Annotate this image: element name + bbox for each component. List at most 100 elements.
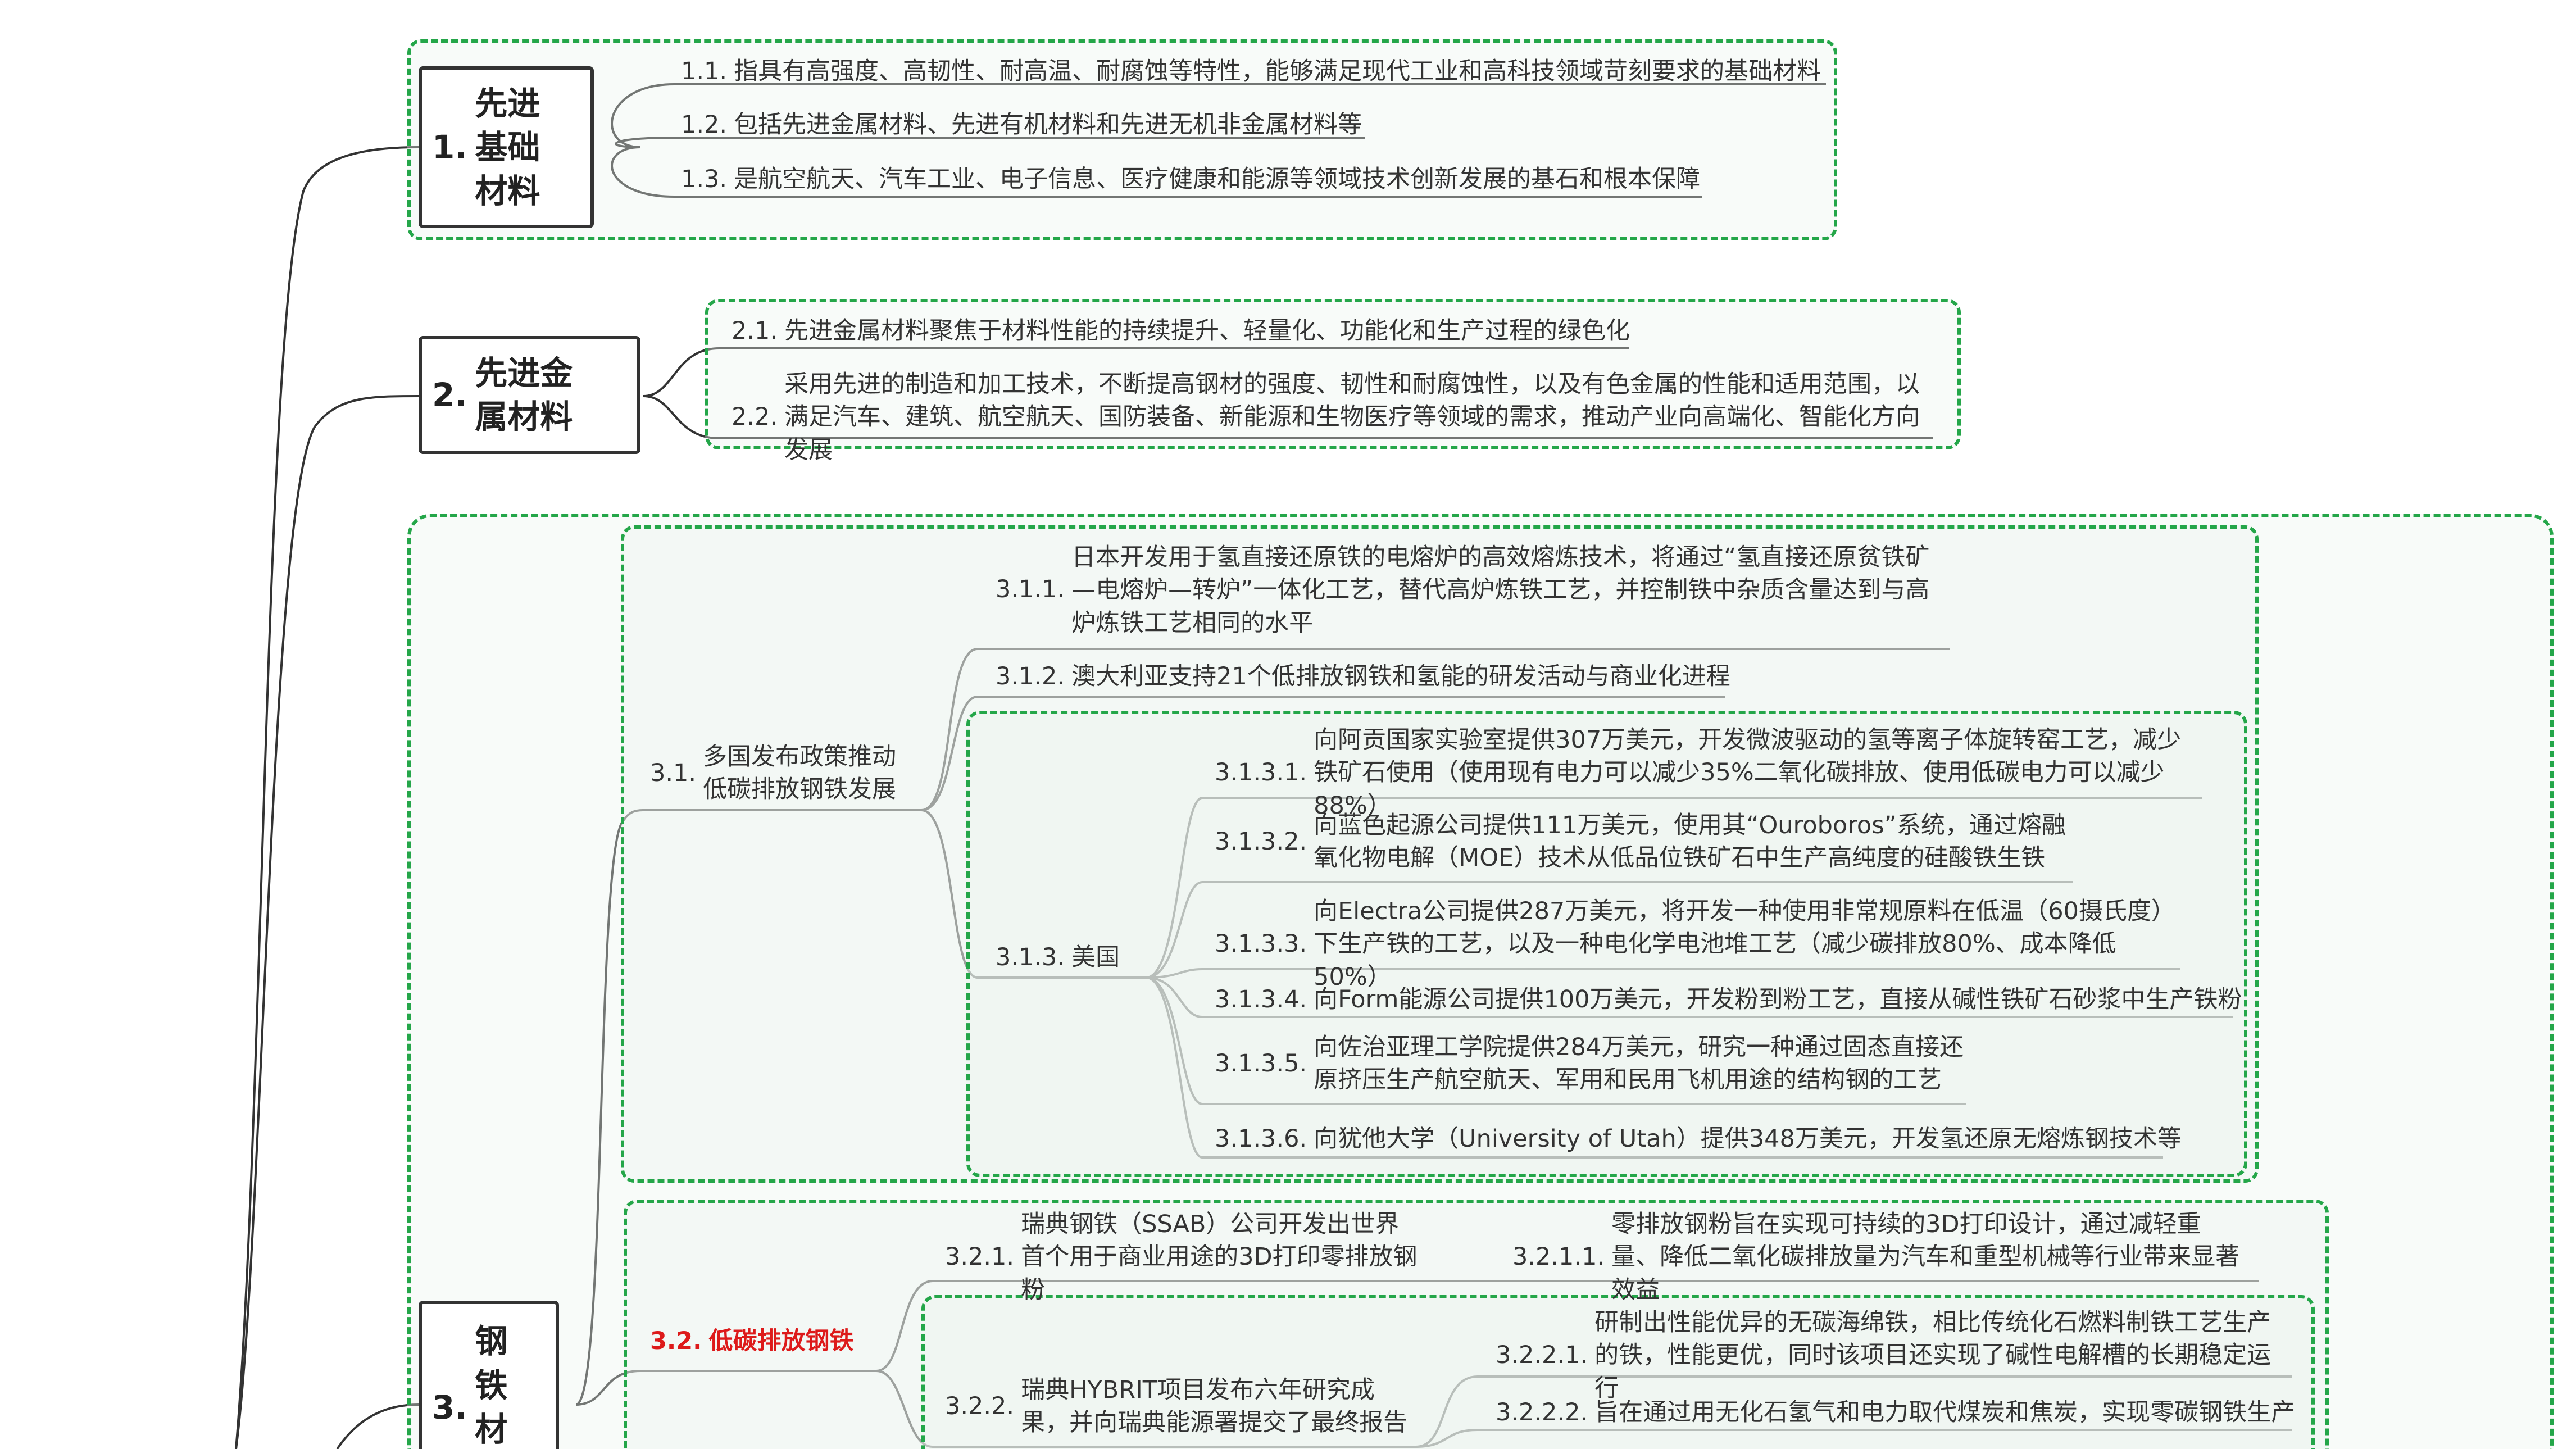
branch-1-number: 1. [432,128,467,166]
link-3-1-1 [921,648,1950,811]
node-3-2-2-2[interactable]: 3.2.2.2. 旨在通过用无化石氢气和电力取代煤炭和焦炭，实现零碳钢铁生产 [1489,1396,2295,1429]
trunk-to-branch-3 [336,1403,419,1449]
node-text: 指具有高强度、高韧性、耐高温、耐腐蚀等特性，能够满足现代工业和高科技领域苛刻要求… [734,57,1821,85]
node-number: 3.1.2. [996,662,1065,691]
link-usa-4 [1146,976,2233,1018]
link-3-2-2-1 [1415,1375,2292,1448]
node-3-1-3[interactable]: 3.1.3. 美国 [989,941,1120,974]
link-usa-6 [1146,976,2163,1159]
summary-box-3-1 [621,525,2259,1183]
node-text: 旨在通过用无化石氢气和电力取代煤炭和焦炭，实现零碳钢铁生产 [1594,1398,2296,1427]
node-text: 瑞典钢铁（SSAB）公司开发出世界首个用于商业用途的3D打印零排放钢粉 [1021,1210,1418,1304]
trunk-to-branch-1 [235,146,419,1449]
branch-1-title: 先进 基础 材料 [475,84,540,211]
node-text: 先进金属材料聚焦于材料性能的持续提升、轻量化、功能化和生产过程的绿色化 [784,317,1630,345]
summary-box-3-2 [624,1200,2329,1449]
node-text: 日本开发用于氢直接还原铁的电熔炉的高效熔炼技术，将通过“氢直接还原贫铁矿—电熔炉… [1071,543,1930,637]
link-3-2 [575,1370,876,1406]
node-number: 3.1.3.3. [1215,930,1307,959]
node-usa-3[interactable]: 3.1.3.3. 向Electra公司提供287万美元，将开发一种使用非常规原料… [1208,895,2174,993]
branch-2-node[interactable]: 2. 先进金 属材料 [419,336,640,454]
link-3-1-3 [921,809,1146,979]
node-text: 澳大利亚支持21个低排放钢铁和氢能的研发活动与商业化进程 [1071,662,1730,691]
node-3-2-highlighted[interactable]: 3.2. 低碳排放钢铁 [643,1325,854,1357]
node-1-2[interactable]: 1.2. 包括先进金属材料、先进有机材料和先进无机非金属材料等 [674,108,1362,141]
node-1-1[interactable]: 1.1. 指具有高强度、高韧性、耐高温、耐腐蚀等特性，能够满足现代工业和高科技领… [674,55,1821,88]
link-3-1-2 [921,696,1725,811]
node-text: 向蓝色起源公司提供111万美元，使用其“Ouroboros”系统，通过熔融氧化物… [1314,811,2066,873]
node-usa-1[interactable]: 3.1.3.1. 向阿贡国家实验室提供307万美元，开发微波驱动的氢等离子体旋转… [1208,724,2197,822]
node-number: 3.2.2.2. [1496,1398,1588,1427]
summary-box-3 [407,514,2554,1449]
link-usa-1 [1146,797,2202,979]
node-3-2-1[interactable]: 3.2.1. 瑞典钢铁（SSAB）公司开发出世界首个用于商业用途的3D打印零排放… [938,1208,1421,1306]
node-3-1[interactable]: 3.1. 多国发布政策推动低碳排放钢铁发展 [643,741,913,806]
link-3-2-1 [876,1280,1427,1372]
node-usa-5[interactable]: 3.1.3.5. 向佐治亚理工学院提供284万美元，研究一种通过固态直接还原挤压… [1208,1031,1966,1097]
node-number: 3.1.3.6. [1215,1125,1307,1153]
node-number: 3.2.2.1. [1496,1341,1588,1370]
node-text: 向Electra公司提供287万美元，将开发一种使用非常规原料在低温（60摄氏度… [1314,897,2164,991]
node-number: 3.1.3.1. [1215,758,1307,787]
node-text: 零排放钢粉旨在实现可持续的3D打印设计，通过减轻重量、降低二氧化碳排放量为汽车和… [1611,1210,2240,1304]
node-usa-2[interactable]: 3.1.3.2. 向蓝色起源公司提供111万美元，使用其“Ouroboros”系… [1208,809,2068,875]
link-usa-2 [1146,881,2073,979]
node-number: 1.3. [681,165,728,193]
link-1-3 [611,146,1702,198]
branch-3-node[interactable]: 3. 钢 铁 材 料 [419,1301,559,1449]
node-number: 1.2. [681,111,728,139]
node-text: 向Form能源公司提供100万美元，开发粉到粉工艺，直接从碱性铁矿石砂浆中生产铁… [1314,985,2242,1014]
node-3-2-2-1[interactable]: 3.2.2.1. 研制出性能优异的无碳海绵铁，相比传统化石燃料制铁工艺生产的铁，… [1489,1306,2287,1405]
node-1-3[interactable]: 1.3. 是航空航天、汽车工业、电子信息、医疗健康和能源等领域技术创新发展的基石… [674,163,1700,196]
node-number: 3.1.3.4. [1215,985,1307,1014]
link-3-2-2-2 [1415,1429,2292,1448]
summary-box-usa [966,711,2247,1177]
summary-box-3-2-2 [921,1295,2315,1449]
node-text: 向犹他大学（University of Utah）提供348万美元，开发氢还原无… [1314,1125,2182,1153]
link-1-2 [615,137,1365,148]
node-text: 美国 [1071,943,1120,971]
node-usa-4[interactable]: 3.1.3.4. 向Form能源公司提供100万美元，开发粉到粉工艺，直接从碱性… [1208,983,2242,1016]
branch-2-title: 先进金 属材料 [475,353,573,436]
node-text: 采用先进的制造和加工技术，不断提高钢材的强度、韧性和耐腐蚀性，以及有色金属的性能… [784,370,1920,464]
node-number: 3.1.3. [996,943,1065,971]
link-usa-3 [1146,968,2180,979]
link-2-1 [643,347,1629,397]
node-text: 包括先进金属材料、先进有机材料和先进无机非金属材料等 [734,111,1362,139]
node-number: 3.1. [650,759,697,788]
node-3-1-2[interactable]: 3.1.2. 澳大利亚支持21个低排放钢铁和氢能的研发活动与商业化进程 [989,660,1730,693]
node-text: 瑞典HYBRIT项目发布六年研究成果，并向瑞典能源署提交了最终报告 [1021,1376,1408,1437]
node-2-2[interactable]: 2.2. 采用先进的制造和加工技术，不断提高钢材的强度、韧性和耐腐蚀性，以及有色… [725,368,1933,466]
node-text: 多国发布政策推动低碳排放钢铁发展 [703,743,897,804]
branch-3-number: 3. [432,1388,467,1427]
node-3-2-2[interactable]: 3.2.2. 瑞典HYBRIT项目发布六年研究成果，并向瑞典能源署提交了最终报告 [938,1374,1410,1439]
node-text: 研制出性能优异的无碳海绵铁，相比传统化石燃料制铁工艺生产的铁，性能更优，同时该项… [1594,1309,2271,1402]
trunk-to-branch-2 [235,395,419,1449]
node-number: 2.2. [732,403,778,431]
link-3-1 [575,809,921,1406]
node-number: 3.2. [650,1327,702,1355]
node-usa-6[interactable]: 3.1.3.6. 向犹他大学（University of Utah）提供348万… [1208,1123,2182,1155]
branch-3-title: 钢 铁 材 料 [475,1322,508,1448]
node-number: 3.2.1.1. [1512,1243,1605,1271]
node-3-1-1[interactable]: 3.1.1. 日本开发用于氢直接还原铁的电熔炉的高效熔炼技术，将通过“氢直接还原… [989,541,1933,639]
node-number: 3.1.1. [996,575,1065,603]
link-3-2-2 [876,1370,1416,1448]
node-number: 3.1.3.2. [1215,828,1307,856]
node-text: 向阿贡国家实验室提供307万美元，开发微波驱动的氢等离子体旋转窑工艺，减少铁矿石… [1314,726,2182,820]
node-number: 2.1. [732,317,778,345]
node-text: 低碳排放钢铁 [708,1327,854,1355]
node-number: 3.1.3.5. [1215,1050,1307,1078]
link-1-1 [611,83,1826,148]
node-number: 3.2.1. [945,1243,1015,1271]
summary-box-2 [705,299,1961,449]
node-2-1[interactable]: 2.1. 先进金属材料聚焦于材料性能的持续提升、轻量化、功能化和生产过程的绿色化 [725,315,1630,347]
node-number: 3.2.2. [945,1392,1015,1421]
node-3-2-1-1[interactable]: 3.2.1.1. 零排放钢粉旨在实现可持续的3D打印设计，通过减轻重量、降低二氧… [1506,1208,2242,1306]
summary-box-1 [407,39,1837,240]
branch-1-node[interactable]: 1. 先进 基础 材料 [419,66,594,228]
node-text: 向佐治亚理工学院提供284万美元，研究一种通过固态直接还原挤压生产航空航天、军用… [1314,1033,1964,1094]
link-usa-5 [1146,976,1966,1105]
